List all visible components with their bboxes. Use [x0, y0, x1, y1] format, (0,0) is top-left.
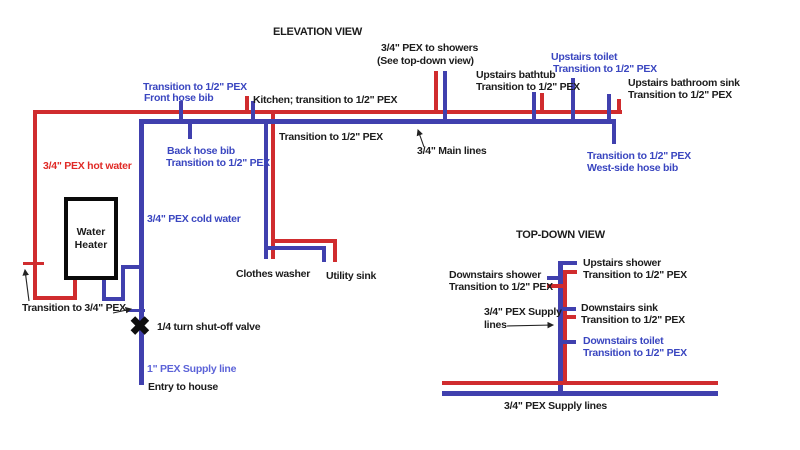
utility-cold-branch — [264, 246, 326, 250]
upstairs-bathroom-sink-label-line2: Transition to 1/2" PEX — [628, 89, 732, 101]
water-heater-label-line1: Water — [76, 225, 106, 238]
td-downstairs-sink-label-line2: Transition to 1/2" PEX — [581, 314, 685, 326]
heater-cold-branch-b — [121, 265, 125, 301]
td-downstairs-toilet-label-line2: Transition to 1/2" PEX — [583, 347, 687, 359]
cold-supply-riser — [139, 119, 144, 385]
td-downstairs-sink-hot-tick — [567, 315, 576, 319]
bathroom-sink-hot-elbow — [617, 99, 621, 112]
entry-label: Entry to house — [148, 381, 219, 393]
clothes-washer-label: Clothes washer — [236, 268, 311, 280]
hot-water-label: 3/4" PEX hot water — [43, 160, 132, 172]
td-downstairs-sink-cold-tick — [563, 307, 576, 311]
water-heater-box: Water Heater — [64, 197, 118, 280]
td-downstairs-shower-label-line1: Downstairs shower — [449, 269, 542, 281]
showers-label-line1: 3/4" PEX to showers — [381, 42, 479, 54]
utility-sink-label: Utility sink — [326, 270, 377, 282]
supply-line-label: 1" PEX Supply line — [147, 363, 237, 375]
td-hot-riser — [563, 270, 567, 385]
back-hose-bib-label-line1: Back hose bib — [167, 145, 235, 157]
upstairs-toilet-label-line1: Upstairs toilet — [551, 51, 618, 63]
td-downstairs-shower-cold-tick — [547, 276, 558, 280]
transition-34-up-arrow — [22, 268, 30, 302]
upstairs-bathroom-sink-label-line1: Upstairs bathroom sink — [628, 77, 740, 89]
toilet-cold-stub — [571, 78, 575, 119]
shut-off-valve-icon: ✖ — [129, 311, 151, 341]
upstairs-bathtub-label-line2: Transition to 1/2" PEX — [476, 81, 580, 93]
cold-main-line — [139, 119, 616, 124]
west-hose-bib-label-line1: Transition to 1/2" PEX — [587, 150, 691, 162]
hot-bottom-run — [33, 296, 77, 300]
washer-cold-drop — [264, 119, 268, 259]
shower-hot-stub — [434, 71, 438, 112]
td-hot-supply-main — [442, 381, 718, 385]
utility-hot-branch — [271, 239, 337, 243]
td-upstairs-shower-cold-tick — [563, 261, 577, 265]
washer-transition-label: Transition to 1/2" PEX — [279, 131, 383, 143]
supply-branch-arrow — [506, 321, 555, 329]
top-down-title: TOP-DOWN VIEW — [516, 229, 605, 241]
elevation-title: ELEVATION VIEW — [273, 26, 362, 38]
bathtub-hot-stub — [540, 93, 544, 112]
showers-label-line2: (See top-down view) — [377, 55, 474, 67]
west-hose-bib-label-line2: West-side hose bib — [587, 162, 678, 174]
utility-cold-drop — [322, 246, 326, 262]
td-downstairs-toilet-label-line1: Downstairs toilet — [583, 335, 664, 347]
td-downstairs-sink-label-line1: Downstairs sink — [581, 302, 658, 314]
td-downstairs-toilet-cold-tick — [563, 340, 576, 344]
utility-hot-drop — [333, 239, 337, 262]
hot-left-riser — [33, 110, 37, 300]
front-hose-bib-label-line1: Transition to 1/2" PEX — [143, 81, 247, 93]
water-heater-label-line2: Heater — [74, 238, 108, 251]
upstairs-toilet-label-line2: Transition to 1/2" PEX — [553, 63, 657, 75]
front-hose-bib-stub — [179, 101, 183, 120]
upstairs-bathtub-label-line1: Upstairs bathtub — [476, 69, 556, 81]
td-supply-lines-label: 3/4" PEX Supply lines — [504, 400, 608, 412]
hot-main-line — [33, 110, 622, 114]
transition-34-label: Transition to 3/4" PEX — [22, 302, 126, 314]
heater-cold-stub — [102, 278, 106, 301]
back-hose-bib-stub — [188, 124, 192, 139]
shower-cold-stub — [443, 71, 447, 119]
td-supply-branch-label-line1: 3/4" PEX Supply — [484, 306, 562, 318]
heater-cold-branch-a — [121, 265, 139, 269]
td-downstairs-shower-label-line2: Transition to 1/2" PEX — [449, 281, 553, 293]
td-upstairs-shower-label-line1: Upstairs shower — [583, 257, 661, 269]
bathroom-sink-cold-stub — [607, 94, 611, 119]
td-upstairs-shower-hot-tick — [567, 270, 577, 274]
td-cold-supply-main — [442, 391, 718, 396]
kitchen-cold-stub — [251, 101, 255, 120]
bathtub-cold-stub — [532, 92, 536, 119]
west-hose-bib-elbow — [612, 119, 616, 144]
td-cold-riser — [558, 261, 563, 396]
td-supply-branch-label-line2: lines — [484, 319, 507, 331]
kitchen-label: Kitchen; transition to 1/2" PEX — [253, 94, 398, 106]
washer-hot-drop — [271, 112, 275, 259]
shutoff-valve-label: 1/4 turn shut-off valve — [157, 321, 261, 333]
td-downstairs-shower-hot-tick — [547, 284, 567, 288]
back-hose-bib-label-line2: Transition to 1/2" PEX — [166, 157, 270, 169]
main-lines-label: 3/4" Main lines — [417, 145, 487, 157]
heater-cold-branch-c — [102, 297, 125, 301]
td-upstairs-shower-label-line2: Transition to 1/2" PEX — [583, 269, 687, 281]
hot-heater-stub — [73, 278, 77, 300]
cold-transition-tick — [127, 309, 145, 312]
kitchen-hot-stub — [245, 96, 249, 114]
hot-transition-tick — [23, 262, 44, 265]
cold-water-label: 3/4" PEX cold water — [147, 213, 241, 225]
front-hose-bib-label-line2: Front hose bib — [144, 92, 214, 104]
